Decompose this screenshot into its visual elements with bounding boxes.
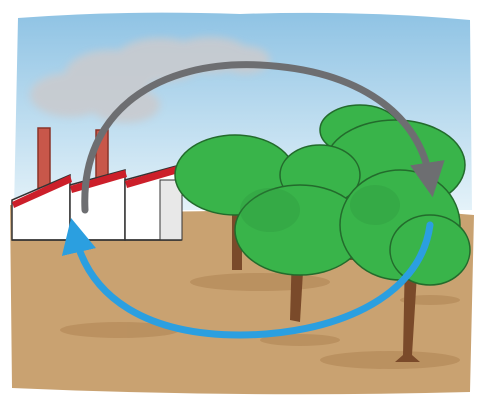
- chimney-left: [37, 127, 51, 189]
- tree-front-middle: [234, 184, 366, 322]
- factory: [11, 127, 183, 241]
- absorption-arrow: [61, 217, 434, 339]
- emission-arrow: [81, 61, 445, 214]
